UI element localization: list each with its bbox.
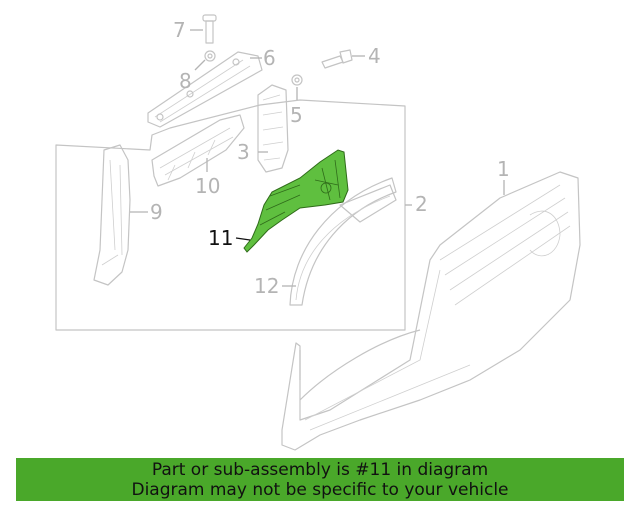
part-1-body-side <box>281 171 581 451</box>
callout-6: 6 <box>263 46 276 70</box>
callout-4: 4 <box>368 44 381 68</box>
part-7-bolt <box>202 14 217 44</box>
banner-line-1: Part or sub-assembly is #11 in diagram <box>151 460 489 480</box>
part-12-arch <box>289 177 397 306</box>
callout-9: 9 <box>150 200 163 224</box>
part-6-rail <box>147 51 263 128</box>
part-3-bracket <box>257 84 289 173</box>
part-4-bolt <box>321 49 353 69</box>
callout-2: 2 <box>415 192 428 216</box>
callout-8: 8 <box>179 69 192 93</box>
group-outline <box>55 99 406 331</box>
part-5-clip <box>291 74 303 86</box>
part-9-pillar <box>93 144 131 286</box>
leader-8 <box>194 59 206 71</box>
part-10-reinforcement <box>151 114 245 187</box>
callout-11[interactable]: 11 <box>208 226 233 250</box>
callout-5: 5 <box>290 103 303 127</box>
banner-line-2: Diagram may not be specific to your vehi… <box>131 480 509 500</box>
callout-1: 1 <box>497 157 510 181</box>
part-11-highlighted[interactable] <box>243 149 349 253</box>
part-8-nut <box>204 50 216 62</box>
callout-7: 7 <box>173 18 186 42</box>
leader-11 <box>235 237 251 241</box>
callout-12: 12 <box>254 274 279 298</box>
callout-10: 10 <box>195 174 220 198</box>
callout-3: 3 <box>237 140 250 164</box>
info-banner: Part or sub-assembly is #11 in diagram D… <box>16 458 624 501</box>
